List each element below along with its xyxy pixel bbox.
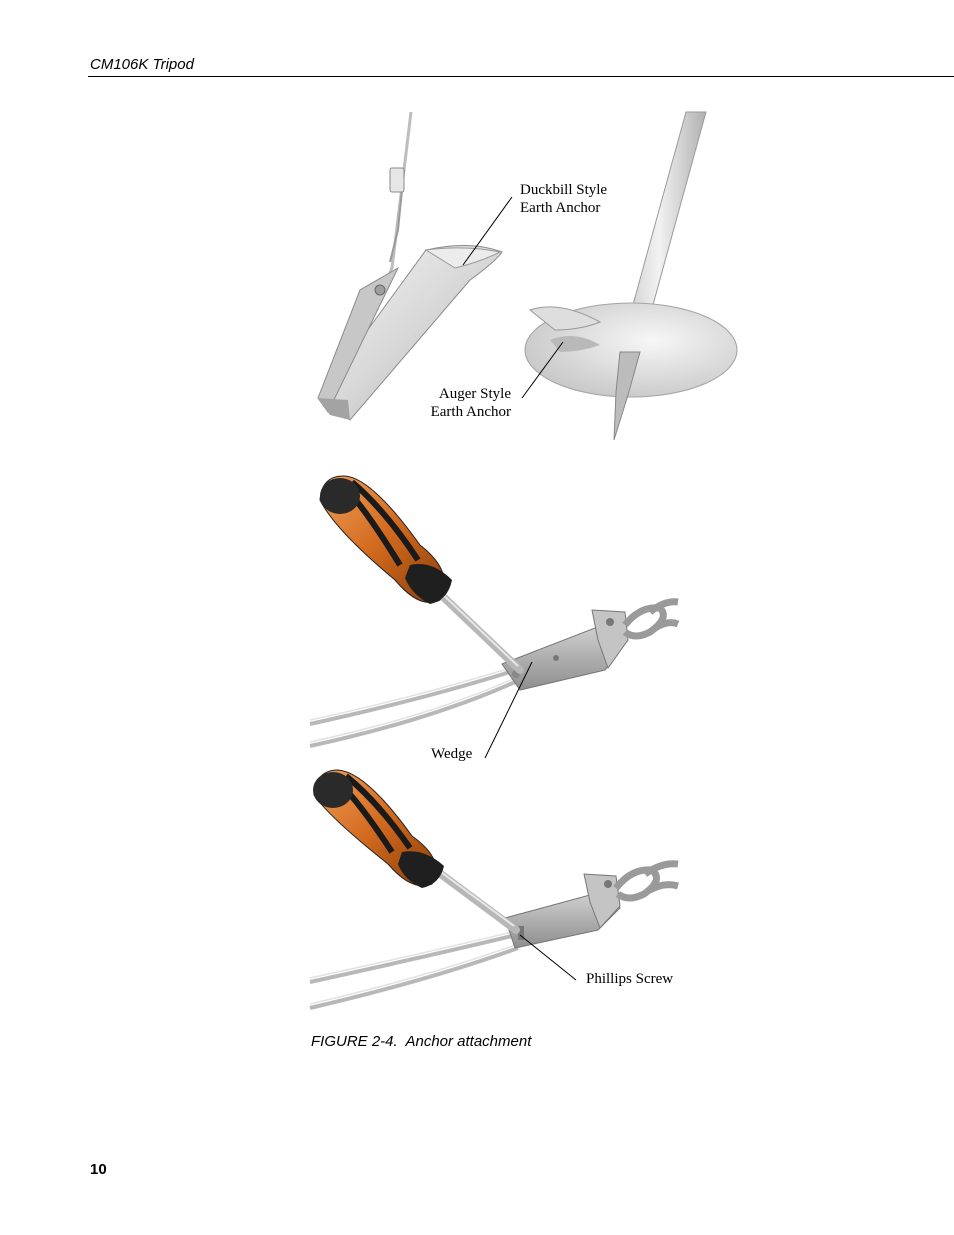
page-number: 10 [90,1161,107,1178]
duckbill-anchor-label: Duckbill Style Earth Anchor [520,181,607,217]
wedge-label: Wedge [431,746,473,762]
auger-anchor-illustration [524,111,738,441]
header-title: CM106K Tripod [90,56,194,73]
auger-label-line1: Auger Style [438,386,511,402]
duckbill-anchor-illustration [317,111,503,421]
figure-caption-number: FIGURE 2-4. [311,1033,398,1050]
duckbill-label-line1: Duckbill Style [520,182,608,198]
running-header: CM106K Tripod [90,56,194,73]
screwdriver-wedge-illustration [309,475,680,748]
phillips-callout-leader [519,934,577,981]
figure-caption-title: Anchor attachment [405,1033,532,1050]
auger-label-line2: Earth Anchor [430,404,511,420]
wedge-callout-leader [484,661,533,759]
header-rule [88,76,954,77]
auger-callout-leader [521,341,564,399]
duckbill-callout-leader [462,196,513,266]
screwdriver-phillips-illustration [309,769,679,1010]
auger-anchor-label: Auger Style Earth Anchor [416,385,511,421]
figure-caption: FIGURE 2-4. Anchor attachment [311,1033,531,1050]
phillips-screw-label: Phillips Screw [586,971,674,987]
duckbill-label-line2: Earth Anchor [520,200,601,216]
